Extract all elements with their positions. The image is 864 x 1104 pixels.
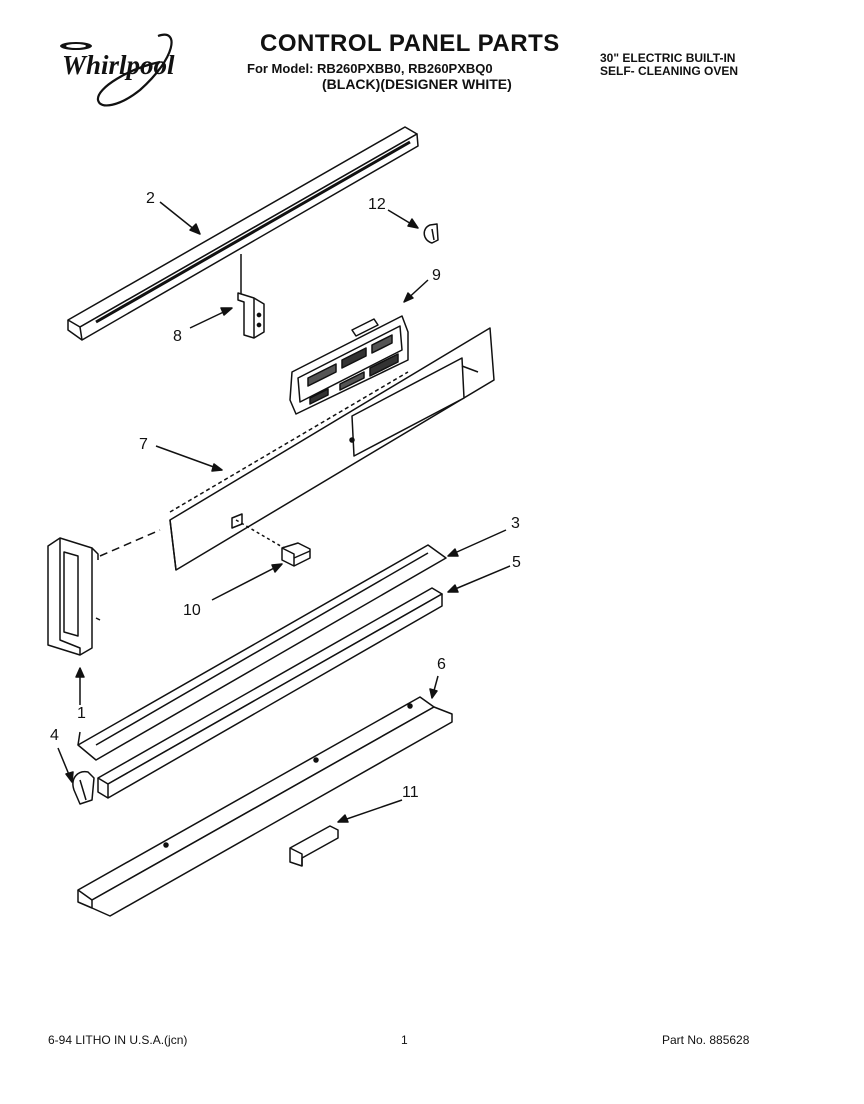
callout-12: 12 xyxy=(368,196,386,213)
page-number: 1 xyxy=(401,1033,408,1047)
part-6-bottom-channel xyxy=(77,696,453,917)
callout-6: 6 xyxy=(437,656,446,673)
part-12-clip xyxy=(423,223,439,244)
whirlpool-logo: Whirlpool xyxy=(60,33,175,107)
part-3-trim-strip xyxy=(77,544,447,761)
part-5-trim-channel xyxy=(97,587,443,799)
model-line: For Model: RB260PXBB0, RB260PXBQ0 xyxy=(247,61,493,76)
callout-7: 7 xyxy=(139,436,148,453)
print-info: 6-94 LITHO IN U.S.A.(jcn) xyxy=(48,1033,188,1047)
callout-11: 11 xyxy=(402,784,419,801)
callout-4: 4 xyxy=(50,727,59,744)
part-9-control-board xyxy=(289,315,409,415)
part-4-clip xyxy=(72,770,95,805)
callout-8: 8 xyxy=(173,328,182,345)
part-1-end-cap xyxy=(47,529,161,656)
variant-line: (BLACK)(DESIGNER WHITE) xyxy=(322,76,512,92)
callout-9: 9 xyxy=(432,267,441,284)
part-11-bracket xyxy=(289,825,339,867)
product-description-line-2: SELF- CLEANING OVEN xyxy=(600,64,739,78)
callout-10: 10 xyxy=(183,602,201,619)
callout-2: 2 xyxy=(146,190,155,207)
part-10-connector xyxy=(235,519,311,567)
part-2-top-trim xyxy=(67,126,419,341)
callout-labels: 2 12 9 8 7 3 5 10 6 1 4 11 xyxy=(50,190,521,801)
part-number: Part No. 885628 xyxy=(662,1033,750,1047)
callout-3: 3 xyxy=(511,515,520,532)
part-8-bracket xyxy=(237,254,265,339)
leader-lines xyxy=(57,201,511,823)
callout-1: 1 xyxy=(77,705,86,722)
callout-5: 5 xyxy=(512,554,521,571)
part-7-control-panel xyxy=(169,327,495,571)
brand-wordmark: Whirlpool xyxy=(62,50,175,80)
page-title: CONTROL PANEL PARTS xyxy=(260,30,560,57)
product-description-line-1: 30" ELECTRIC BUILT-IN xyxy=(600,51,736,65)
